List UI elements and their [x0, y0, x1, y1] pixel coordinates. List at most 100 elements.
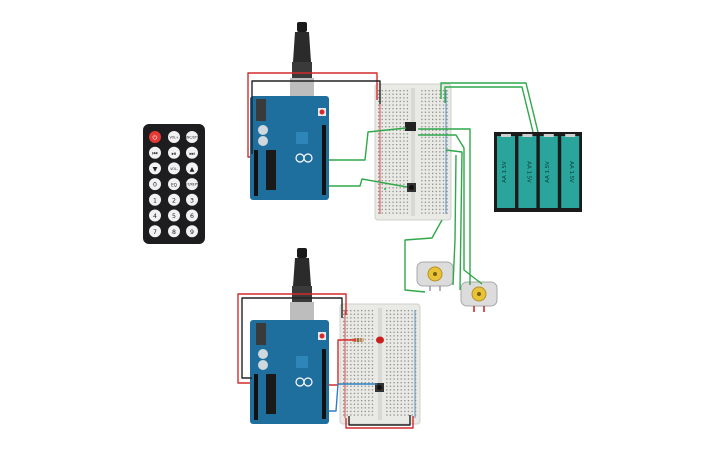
power-jack	[256, 99, 266, 121]
wire-button-signal-bottom[interactable]	[329, 383, 377, 412]
wire-motor-left-c[interactable]	[452, 154, 457, 286]
usb-chip	[296, 356, 308, 368]
wire-motor-right-b[interactable]	[418, 134, 483, 285]
remote-button-n9[interactable]: 9	[186, 225, 198, 238]
remote-button-label: VOL+	[169, 136, 178, 140]
battery-cell-label: AA 1.5V	[568, 161, 574, 183]
remote-button-n0[interactable]: 0	[149, 178, 161, 191]
remote-button-next[interactable]: ⏭	[186, 146, 198, 159]
battery-cell-label: AA 1.5V	[545, 161, 551, 183]
battery-cells: AA 1.5V AA 1.5V AA 1.5V AA 1.5V	[497, 134, 580, 208]
ir-receiver	[405, 122, 416, 131]
arduino-bottom[interactable]	[250, 248, 329, 424]
remote-button-n2[interactable]: 2	[168, 193, 180, 206]
remote-button-n3[interactable]: 3	[186, 193, 198, 206]
remote-button-n5[interactable]: 5	[168, 209, 180, 222]
usb-cable-plug	[293, 258, 311, 286]
remote-button-label: ⏻	[153, 135, 158, 142]
usb-port	[290, 302, 314, 320]
battery-pack[interactable]: AA 1.5V AA 1.5V AA 1.5V AA 1.5V	[494, 132, 582, 212]
reset-button-cap	[319, 333, 325, 339]
remote-button-label: ⏮	[152, 150, 158, 157]
capacitor	[258, 349, 268, 359]
capacitor	[258, 136, 268, 146]
usb-cable-connector	[292, 62, 312, 78]
remote-button-label: ▼	[153, 166, 158, 173]
battery-cell: AA 1.5V	[539, 134, 558, 208]
remote-button-st_rept[interactable]: ST/REPT	[185, 178, 199, 191]
remote-button-n7[interactable]: 7	[149, 225, 161, 238]
digital-header	[322, 349, 326, 419]
usb-cable-plug	[293, 32, 311, 62]
wire-button-signal[interactable]	[329, 178, 408, 188]
remote-button-label: 7	[153, 229, 157, 236]
wire-battery-pos[interactable]	[440, 82, 539, 133]
remote-button-label: 0	[153, 182, 157, 189]
breadboard-top[interactable]	[374, 83, 452, 221]
digital-header	[322, 125, 326, 195]
remote-button-up[interactable]: ▲	[186, 162, 198, 175]
arduino-top[interactable]	[250, 22, 329, 200]
wire-gnd-top[interactable]	[251, 80, 381, 154]
red-led	[376, 336, 384, 344]
wire-motor-left-b[interactable]	[404, 219, 443, 293]
capacitor	[258, 360, 268, 370]
push-button-cap	[377, 385, 382, 390]
remote-button-n1[interactable]: 1	[149, 193, 161, 206]
remote-button-label: 8	[172, 229, 176, 236]
battery-cell-label: AA 1.5V	[525, 161, 531, 183]
wire-5v-top[interactable]	[247, 72, 378, 158]
wire-rail-black[interactable]	[348, 415, 411, 426]
breadboard-center-channel	[411, 88, 415, 216]
remote-button-vol_minus[interactable]: VOL-	[168, 162, 180, 175]
power-header	[254, 374, 258, 420]
battery-cell: AA 1.5V	[497, 134, 515, 208]
remote-button-label: 6	[190, 213, 194, 220]
remote-button-label: 3	[190, 197, 194, 204]
remote-button-label: ▲	[190, 166, 195, 173]
remote-button-label: FUNC/STOP	[183, 136, 201, 140]
remote-button-label: VOL-	[170, 167, 178, 171]
remote-button-eq[interactable]: EQ	[168, 178, 180, 191]
remote-button-prev[interactable]: ⏮	[149, 146, 161, 159]
breadboard-holes	[378, 90, 448, 214]
remote-button-label: 4	[153, 213, 157, 220]
usb-chip	[296, 132, 308, 144]
remote-button-label: ⏯	[172, 150, 177, 157]
remote-button-label: 5	[172, 213, 176, 220]
wire-5v-bottom[interactable]	[237, 293, 347, 384]
dc-motor-left[interactable]	[416, 261, 454, 291]
usb-port	[290, 78, 314, 96]
wire-motor-left-a[interactable]	[445, 149, 463, 291]
dc-motor-right[interactable]	[460, 281, 498, 312]
battery-cell-label: AA 1.5V	[502, 161, 508, 183]
wire-rail-red[interactable]	[345, 416, 414, 429]
remote-button-n4[interactable]: 4	[149, 209, 161, 222]
remote-button-label: 2	[172, 197, 176, 204]
wire-ir-signal[interactable]	[329, 127, 407, 161]
remote-button-n6[interactable]: 6	[186, 209, 198, 222]
wire-led-signal[interactable]	[329, 339, 356, 386]
remote-button-label: ST/REPT	[185, 183, 198, 187]
power-header	[254, 150, 258, 196]
usb-cable-strain-relief	[297, 248, 307, 258]
wire-battery-neg[interactable]	[444, 86, 534, 133]
breadboard-holes	[343, 310, 417, 416]
remote-button-n8[interactable]: 8	[168, 225, 180, 238]
remote-button-vol_plus[interactable]: VOL+	[168, 131, 180, 143]
remote-button-down[interactable]: ▼	[149, 162, 161, 175]
remote-button-label: 1	[153, 197, 157, 204]
breadboard-center-channel	[378, 308, 382, 420]
arduino-logo	[295, 377, 313, 387]
wire-gnd-bottom[interactable]	[241, 297, 343, 379]
remote-button-label: EQ	[171, 183, 178, 188]
remote-button-play[interactable]: ⏯	[168, 146, 180, 159]
wires	[237, 72, 539, 429]
remote-button-power[interactable]: ⏻	[149, 131, 161, 143]
wire-motor-right-a[interactable]	[418, 128, 471, 285]
remote-button-func_stop[interactable]: FUNC/STOP	[183, 131, 201, 143]
breadboard-bottom[interactable]	[339, 303, 421, 425]
ir-remote[interactable]: ⏻ VOL+ FUNC/STOP ⏮ ⏯ ⏭ ▼ VOL- ▲ 0 EQ ST/REPT 1 2 3 4 5 6 7…	[143, 124, 205, 244]
remote-button-label: ⏭	[189, 150, 195, 157]
